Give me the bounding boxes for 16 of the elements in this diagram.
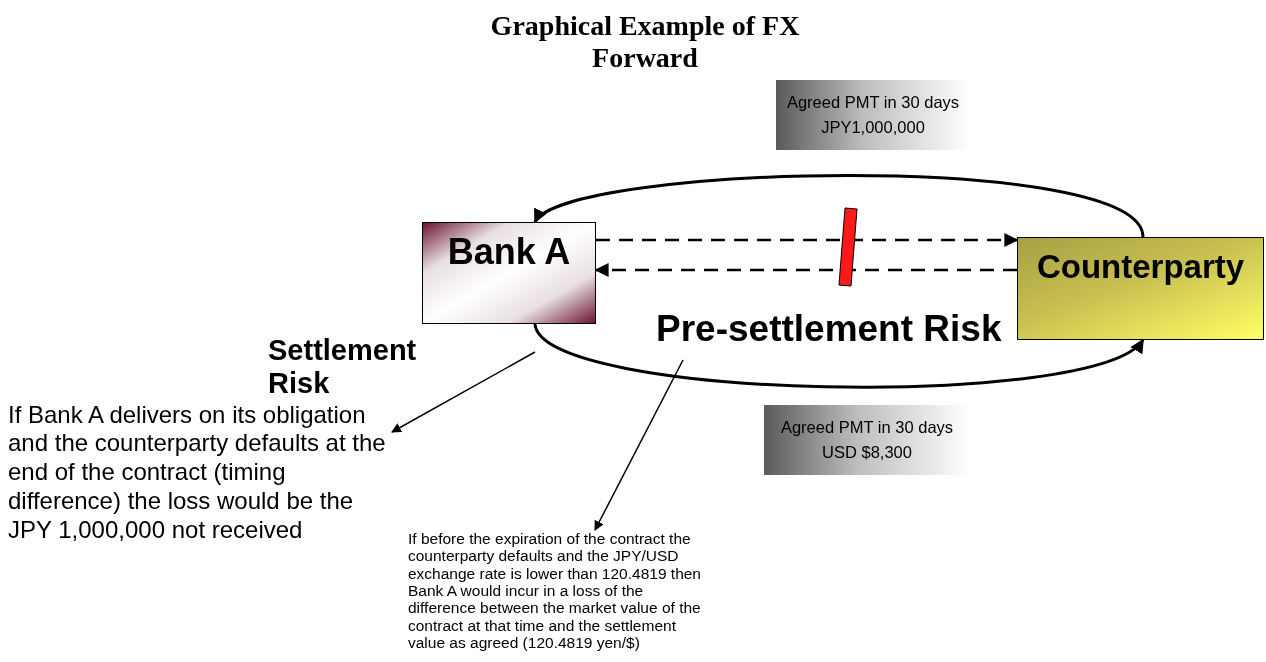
leader-line — [391, 351, 536, 433]
leader-line — [594, 359, 684, 531]
risk-heading: Pre-settlement Risk — [656, 308, 1003, 350]
risk-description: If Bank A delivers on its obligation and the counterparty defaults at the end of the contract (timing difference) the loss would be the JPY 1,000,000 not received — [8, 400, 387, 545]
payment-amount: JPY1,000,000 — [821, 117, 925, 138]
payment-term: Agreed PMT in 30 days — [786, 92, 960, 114]
payment-amount: USD $8,300 — [822, 442, 912, 463]
diagram-title: Graphical Example of FX Forward — [489, 10, 801, 75]
payment-term: Agreed PMT in 30 days — [780, 417, 954, 439]
dashed-arrow — [594, 263, 1017, 277]
risk-heading: Settlement Risk — [268, 334, 418, 401]
dashed-arrow — [596, 233, 1019, 247]
payment-arc — [533, 174, 1145, 238]
bank-box: Bank A — [422, 222, 596, 324]
risk-description: If before the expiration of the contract the counterparty defaults and the JPY/USD exchange rate is lower than 120.4819 then Bank A would incur in a loss of the difference between the market value of the contract at that time and the settlement value as agreed (120.4819 yen/$) — [408, 530, 702, 652]
counterparty-box: Counterparty — [1017, 237, 1264, 340]
